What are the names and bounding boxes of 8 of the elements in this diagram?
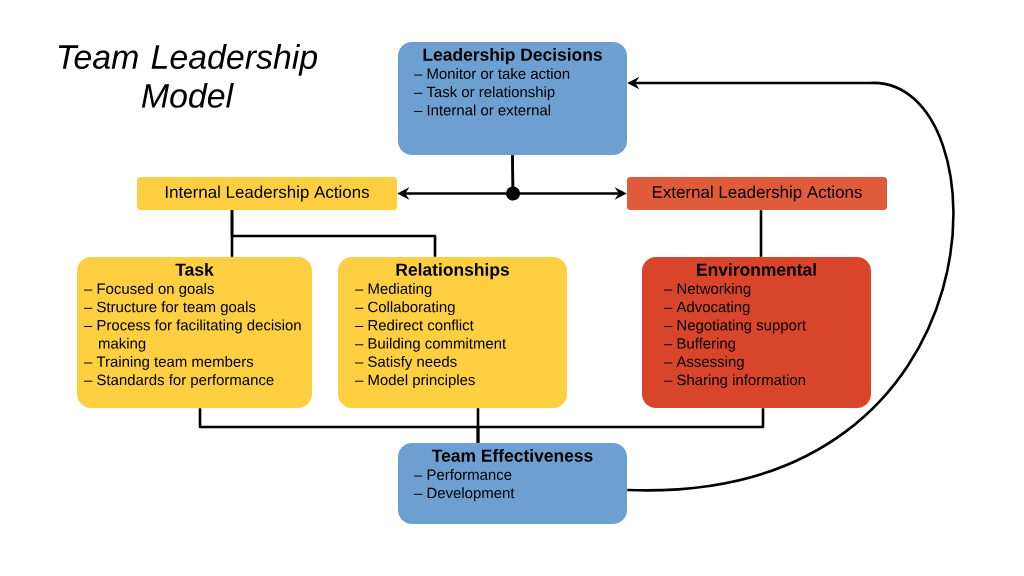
process-box: Environmental – Networking – Advocating – Negotiating support – Buffering – Assessing – Sharing information bbox=[642, 257, 871, 408]
title: Team Leadership Model bbox=[58, 44, 318, 108]
process-box: Team Effectiveness – Performance – Development bbox=[398, 443, 627, 524]
label-box: Internal Leadership Actions bbox=[137, 177, 397, 210]
process-box: Relationships – Mediating – Collaborating – Redirect conflict – Building commitment – Satisfy needs – Model principles bbox=[338, 257, 567, 408]
label-box: External Leadership Actions bbox=[627, 177, 887, 210]
process-box: Leadership Decisions – Monitor or take action – Task or relationship – Internal or external bbox=[398, 42, 627, 155]
process-box: Task – Focused on goals – Structure for team goals – Process for facilitating decision making – Training team members – Standards for performance bbox=[77, 257, 312, 408]
